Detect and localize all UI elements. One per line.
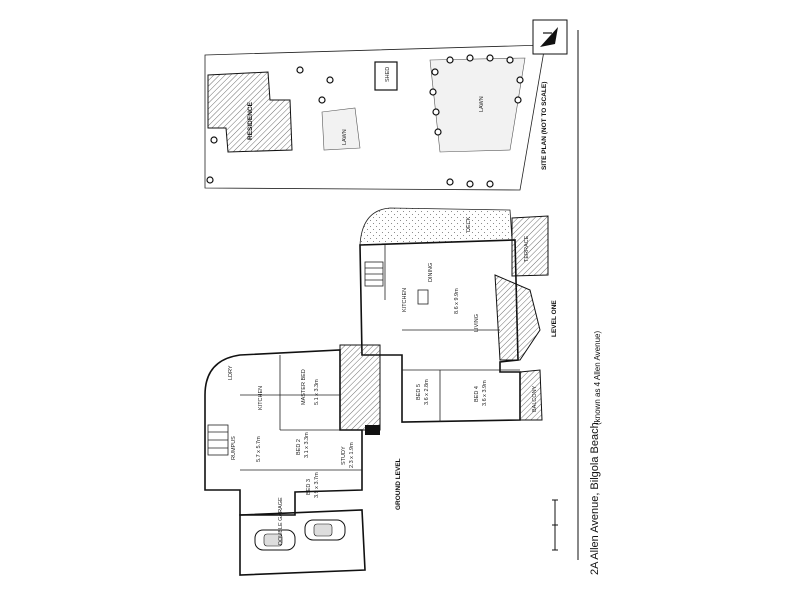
ground-column [365,425,380,435]
lawn-area-west [321,107,361,151]
level-one-heading: LEVEL ONE [551,300,558,337]
ground-level-heading: GROUND LEVEL [395,458,402,510]
rumpus-size: 5.7 x 5.7m [256,436,262,462]
bed3-label: BED 3 [306,479,312,495]
site-plan-heading: SITE PLAN (NOT TO SCALE) [541,82,548,170]
deck-label: DECK [466,216,472,232]
property-subtitle: (known as 4 Allen Avenue) [593,331,602,425]
shed-outline [374,61,398,91]
lawn-label-east: LAWN [479,96,485,112]
laundry-label: LDRY [228,365,234,380]
study-label: STUDY [341,446,347,465]
living-label: LIVING [474,314,480,332]
garden-shrubs [206,54,524,188]
ground-covered-area [339,344,381,431]
site-plan: RESIDENCE SHED LAWN LAWN SITE PLAN (NOT … [204,19,568,191]
ground-level-plan: DOUBLE GARAGE RUMPUS 5.7 x 5.7m KITCHEN … [204,344,402,576]
level-one-hatched-terrace [494,274,541,361]
bed4-size: 3.6 x 3.9m [482,380,488,406]
residence-block [207,71,293,153]
living-size: 8.6 x 9.9m [454,288,460,314]
dining-label: DINING [428,263,434,282]
deck-area [359,207,513,246]
scale-bar [552,499,558,551]
lawn-label-west: LAWN [342,129,348,145]
terrace-label: TERRACE [524,235,530,262]
kitchen-label-gl: KITCHEN [258,386,264,410]
balcony-area [519,369,543,421]
garage-walls [239,509,366,576]
bed5-label: BED 5 [416,384,422,400]
master-bed-size: 5.1 x 3.3m [314,379,320,405]
rumpus-label: RUMPUS [231,436,237,460]
car-icon [254,529,296,551]
bed4-label: BED 4 [474,386,480,402]
level-one-stairs [364,261,384,287]
shed-label: SHED [385,67,391,82]
garage-note: DOUBLE GARAGE [278,497,284,545]
property-title: 2A Allen Avenue, Bilgola Beach [589,422,601,575]
ground-level-walls [204,349,363,516]
bed5-size: 3.6 x 2.8m [424,379,430,405]
terrace-area [511,215,549,277]
lawn-area-east [429,57,526,153]
bed2-label: BED 2 [296,439,302,455]
residence-label: RESIDENCE [247,101,254,140]
north-arrow-icon [532,19,568,55]
level-one-plan: DECK TERRACE BALCONY DINING KITCHEN LIVI… [359,207,558,423]
bed3-size: 3.9 x 3.7m [314,472,320,498]
study-size: 2.3 x 1.9m [349,442,355,468]
kitchen-island [417,289,429,305]
ground-stairs [207,424,229,456]
kitchen-label-l1: KITCHEN [402,288,408,312]
car-icon-2 [304,519,346,541]
balcony-label: BALCONY [532,385,538,412]
master-bed-label: MASTER BED [301,369,307,405]
bed2-size: 3.1 x 3.3m [304,432,310,458]
